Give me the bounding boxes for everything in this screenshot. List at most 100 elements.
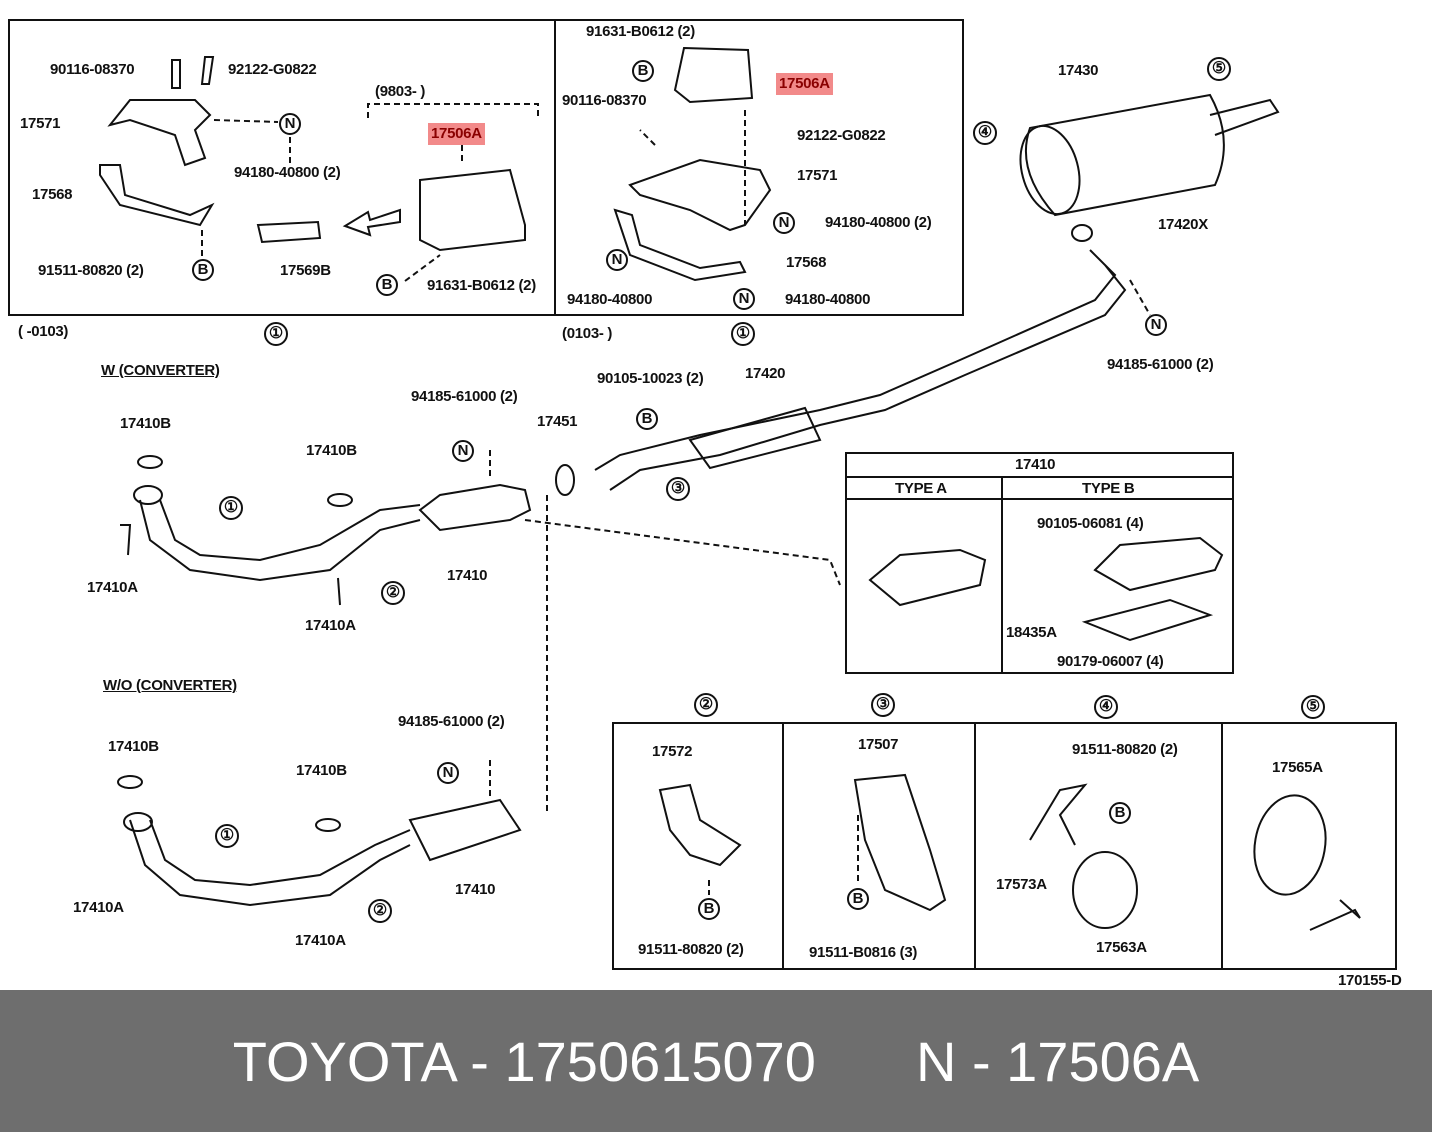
detail-divider: [974, 722, 976, 970]
marker-n: N: [452, 440, 474, 462]
marker-b: B: [698, 898, 720, 920]
footer-banner: TOYOTA - 1750615070 N - 17506A: [0, 990, 1432, 1132]
part-label: 94185-61000 (2): [411, 388, 518, 405]
callout-number: ②: [381, 581, 405, 605]
part-label: 17568: [786, 254, 827, 271]
callout-number: ⑤: [1301, 695, 1325, 719]
part-label: 17451: [537, 413, 578, 430]
marker-n: N: [773, 212, 795, 234]
part-label: 17410A: [73, 899, 124, 916]
section-title-wo-converter: W/O (CONVERTER): [103, 677, 237, 694]
bolt-shape: [171, 56, 215, 89]
part-label: 94180-40800 (2): [234, 164, 341, 181]
converter-types-box: [845, 452, 1234, 674]
part-label: 90105-10023 (2): [597, 370, 704, 387]
resonator: [688, 406, 822, 470]
marker-b: B: [632, 60, 654, 82]
pipe-17410-wo: [408, 798, 522, 862]
muffler-17430: [1024, 93, 1225, 217]
part-label: 17573A: [996, 876, 1047, 893]
hanger-17573A: [1029, 783, 1088, 846]
detail-divider: [782, 722, 784, 970]
marker-b: B: [1109, 802, 1131, 824]
part-label: 17420: [745, 365, 786, 382]
part-label: 90179-06007 (4): [1057, 653, 1164, 670]
callout-number: ①: [215, 824, 239, 848]
part-label: 91511-80820 (2): [1072, 741, 1178, 758]
highlighted-part-17506A[interactable]: 17506A: [776, 73, 833, 95]
part-label: 94180-40800 (2): [825, 214, 932, 231]
part-label: 92122-G0822: [797, 127, 886, 144]
callout-number: ⑤: [1207, 57, 1231, 81]
part-label: 17410A: [305, 617, 356, 634]
heat-insulator-17506A-1: [419, 168, 526, 252]
part-label: 90116-08370: [50, 61, 135, 78]
part-label: 17568: [32, 186, 73, 203]
part-label: 94180-40800: [567, 291, 653, 308]
brand-part-number: TOYOTA - 1750615070: [232, 1029, 816, 1093]
marker-n: N: [437, 762, 459, 784]
callout-number: ④: [973, 121, 997, 145]
types-divider: [1001, 476, 1003, 674]
diagram-code: 170155-D: [1338, 972, 1402, 989]
part-label: 91511-80820 (2): [638, 941, 744, 958]
tail-pipe: [1209, 98, 1280, 136]
callout-number: ③: [666, 477, 690, 501]
callout-number: ①: [219, 496, 243, 520]
date-range-label: (9803- ): [375, 83, 426, 100]
bracket-17568-b: [613, 208, 747, 282]
converter-type-a: [868, 548, 987, 607]
exhaust-parts-diagram: 90116-08370 92122-G0822 17571 94180-4080…: [8, 19, 1402, 989]
type-b-header: TYPE B: [1082, 480, 1135, 497]
cushion-17565A: [1253, 794, 1327, 896]
part-label: 17563A: [1096, 939, 1147, 956]
part-label: 90116-08370: [562, 92, 647, 109]
part-label: 17410B: [108, 738, 159, 755]
part-label: 91631-B0612 (2): [427, 277, 536, 294]
callout-number: ②: [694, 693, 718, 717]
marker-n: N: [606, 249, 628, 271]
part-label: 17410B: [120, 415, 171, 432]
part-label: 17569B: [280, 262, 331, 279]
bracket-17507: [853, 773, 947, 912]
part-label: 91511-80820 (2): [38, 262, 144, 279]
support-17572: [658, 783, 742, 867]
part-label: 17507: [858, 736, 899, 753]
arrow-shape: [342, 208, 401, 237]
part-label: 17410B: [296, 762, 347, 779]
marker-b: B: [192, 259, 214, 281]
marker-n: N: [733, 288, 755, 310]
inset-box-post-0103: [554, 19, 964, 316]
exhaust-manifold-w: [139, 499, 421, 582]
bracket-17568: [99, 164, 215, 227]
type-a-header: TYPE A: [895, 480, 947, 497]
part-label: 92122-G0822: [228, 61, 317, 78]
marker-n: N: [279, 113, 301, 135]
detail-box: [612, 722, 1397, 970]
highlighted-part-17506A[interactable]: 17506A: [428, 123, 485, 145]
marker-b: B: [847, 888, 869, 910]
heat-insulator-17506A-2: [673, 46, 754, 104]
callout-number: ①: [731, 322, 755, 346]
insulator-18435A: [1081, 598, 1214, 642]
reference-code: N - 17506A: [915, 1029, 1200, 1093]
types-title: 17410: [1015, 456, 1056, 473]
center-pipe-17420: [594, 249, 1127, 491]
marker-b: B: [376, 274, 398, 296]
part-label: 17571: [797, 167, 838, 184]
gasket-17420X-shape: [1071, 224, 1093, 242]
callout-number: ②: [368, 899, 392, 923]
callout-number: ③: [871, 693, 895, 717]
part-label: 94185-61000 (2): [1107, 356, 1214, 373]
callout-number: ①: [264, 322, 288, 346]
callout-number: ④: [1094, 695, 1118, 719]
part-label: 94180-40800: [785, 291, 871, 308]
part-label: 17410A: [87, 579, 138, 596]
part-label: 94185-61000 (2): [398, 713, 505, 730]
types-header-row: [845, 476, 1234, 500]
part-label: 17571: [20, 115, 61, 132]
ring-17451: [555, 464, 575, 496]
part-label: 91511-B0816 (3): [809, 944, 918, 961]
part-label: 17420X: [1158, 216, 1208, 233]
part-label: 91631-B0612 (2): [586, 23, 695, 40]
